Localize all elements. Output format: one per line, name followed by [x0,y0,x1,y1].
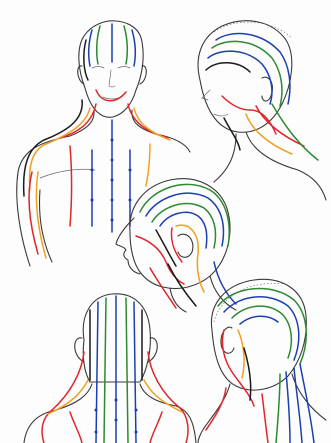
front-black-shoulder [24,100,83,196]
rtq-green-2 [232,306,291,358]
front-acupoints [91,139,132,222]
tq-orange-neck [246,114,292,154]
rtq-blue-neck-2 [294,368,302,443]
side-red-ear [171,228,182,262]
side-black-neck [168,264,196,306]
rtq-blue-neck-3 [286,372,290,443]
tq-black-1 [206,63,250,72]
front-neck-right [132,110,190,152]
front-green-left [97,26,100,64]
back-blue-right [134,302,136,443]
side-view-figure [116,179,236,312]
side-blue-2 [160,212,207,248]
rtq-neck-shoulder [198,374,326,443]
back-green-right [126,298,128,443]
back-red-right [148,352,188,443]
side-ear [178,234,193,257]
rtq-blue-2 [240,316,278,324]
front-orange-chest [146,144,150,186]
front-neck-left [18,110,94,172]
front-left-arm [17,172,52,266]
front-black-left [84,40,88,80]
back-red-scapula-right [150,412,162,443]
front-eyes [92,67,130,69]
front-red-chest [70,146,72,226]
front-orange-neck-left [30,108,90,190]
front-green-right [124,26,127,64]
front-blue-right [132,30,135,66]
back-red-scapula-left [70,412,82,443]
side-blue-1 [146,193,223,246]
back-head-outline [83,294,150,382]
front-nose [109,70,115,87]
rtq-red-shoulder [206,388,226,430]
front-blue-left [89,30,92,66]
rear-three-quarter-view-figure [198,279,326,443]
front-chest-line [40,169,95,178]
front-view-figure [17,21,190,266]
back-green-left [104,298,106,443]
back-view-figure [24,294,196,443]
front-orange-arm [36,172,46,258]
rtq-orange-ear [238,330,244,378]
tq-head-outline [198,21,292,133]
side-red-face [136,236,184,284]
tq-black-jaw [224,118,240,150]
rtq-blue-neck-1 [300,364,314,443]
rtq-red-back [262,394,268,443]
three-quarter-view-figure [198,21,326,200]
back-blue-left [96,302,98,443]
